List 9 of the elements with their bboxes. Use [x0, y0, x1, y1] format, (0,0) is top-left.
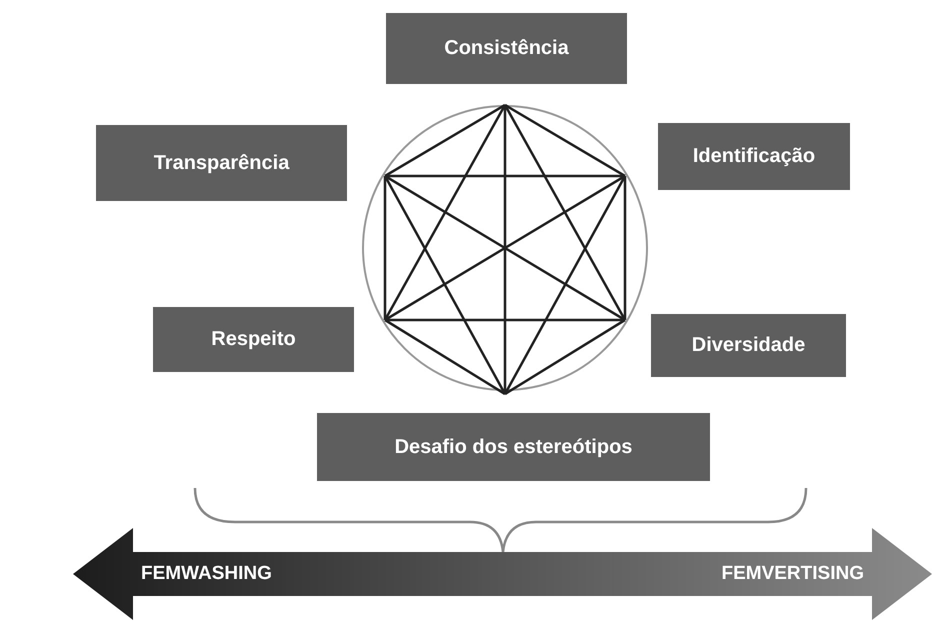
label-box: Respeito	[153, 307, 354, 372]
label-box: Consistência	[386, 13, 627, 84]
label-box: Transparência	[96, 125, 347, 201]
arrow-label: FEMWASHING	[141, 563, 272, 585]
label-box: Diversidade	[651, 314, 846, 377]
label-box: Identificação	[658, 123, 850, 190]
label-box: Desafio dos estereótipos	[317, 413, 710, 481]
arrow-label: FEMVERTISING	[721, 563, 864, 585]
double-arrow	[73, 528, 932, 620]
